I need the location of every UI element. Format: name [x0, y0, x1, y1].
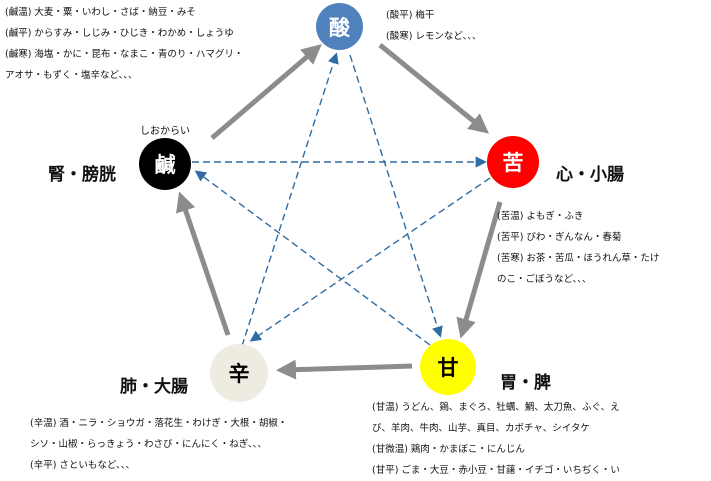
notes-salty: (鹹温) 大麦・粟・いわし・さば・納豆・みそ (鹹平) からすみ・しじみ・ひじき… [5, 2, 243, 86]
notes-sweet: (甘温) うどん、鶏、まぐろ、牡蠣、鯛、太刀魚、ふぐ、え び、羊肉、牛肉、山芋、… [372, 397, 620, 481]
node-pungent: 辛 [210, 344, 268, 402]
node-pungent-label: 辛 [228, 362, 250, 386]
node-sweet: 甘 [420, 339, 476, 395]
note-line: (鹹平) からすみ・しじみ・ひじき・わかめ・しょうゆ [5, 28, 234, 39]
arrow-pungent-to-salty [176, 191, 231, 336]
organ-label-pungent: 肺・大腸 [120, 377, 188, 397]
arrow-sour-to-sweet [349, 54, 443, 338]
salty-reading: しおからい [140, 126, 190, 137]
node-bitter: 苦 [487, 136, 539, 188]
note-line: (鹹温) 大麦・粟・いわし・さば・納豆・みそ [5, 7, 196, 18]
notes-bitter: (苦温) よもぎ・ふき (苦平) びわ・ぎんなん・春菊 (苦寒) お茶・苦瓜・ほ… [497, 206, 659, 290]
node-salty-label: 鹹 [154, 153, 176, 177]
organ-label-sweet: 胃・脾 [500, 373, 551, 393]
note-line: (苦寒) お茶・苦瓜・ほうれん草・たけ [497, 253, 660, 264]
organ-label-salty: 腎・膀胱 [48, 165, 116, 185]
arrow-sweet-to-pungent [276, 359, 413, 380]
node-sweet-label: 甘 [437, 356, 459, 380]
arrow-salty-to-sour [210, 44, 322, 140]
note-line: (鹹寒) 海塩・かに・昆布・なまこ・青のり・ハマグリ・ [5, 49, 244, 60]
arrow-sweet-to-salty [194, 170, 431, 346]
note-line: び、羊肉、牛肉、山芋、真目、カボチャ、シイタケ [372, 423, 590, 434]
note-line: (苦温) よもぎ・ふき [497, 211, 584, 222]
arrow-sour-to-bitter [378, 43, 489, 134]
notes-sour: (酸平) 梅干 (酸寒) レモンなど、、、 [386, 5, 481, 47]
arrow-bitter-to-pungent [249, 177, 491, 342]
node-sour: 酸 [316, 3, 363, 50]
note-line: (苦平) びわ・ぎんなん・春菊 [497, 232, 622, 243]
note-line: (辛温) 酒・ニラ・ショウガ・落花生・わけぎ・大根・胡椒・ [30, 418, 288, 429]
note-line: (甘平) ごま・大豆・赤小豆・甘藷・イチゴ・いちぢく・い [372, 465, 620, 476]
notes-pungent: (辛温) 酒・ニラ・ショウガ・落花生・わけぎ・大根・胡椒・ シソ・山椒・らっきょ… [30, 413, 287, 476]
node-bitter-label: 苦 [502, 151, 524, 175]
arrow-bitter-to-sweet [456, 201, 503, 339]
note-line: (甘微温) 鶏肉・かまぼこ・にんじん [372, 444, 525, 455]
note-line: アオサ・もずく・塩辛など、、、 [5, 70, 138, 81]
arrow-pungent-to-sour [241, 52, 339, 347]
note-line: (甘温) うどん、鶏、まぐろ、牡蠣、鯛、太刀魚、ふぐ、え [372, 402, 620, 413]
controlling-cycle-arrows [192, 52, 491, 347]
note-line: (酸平) 梅干 [386, 10, 435, 21]
note-line: (辛平) さといもなど、、、 [30, 460, 135, 471]
node-sour-label: 酸 [329, 15, 350, 40]
note-line: (酸寒) レモンなど、、、 [386, 31, 482, 42]
note-line: シソ・山椒・らっきょう・わさび・にんにく・ねぎ、、、 [30, 439, 267, 450]
note-line: のこ・ごぼうなど、、、 [497, 274, 592, 285]
generating-cycle-arrows [176, 43, 503, 380]
organ-label-bitter: 心・小腸 [556, 165, 624, 185]
node-salty: 鹹 [139, 138, 191, 190]
